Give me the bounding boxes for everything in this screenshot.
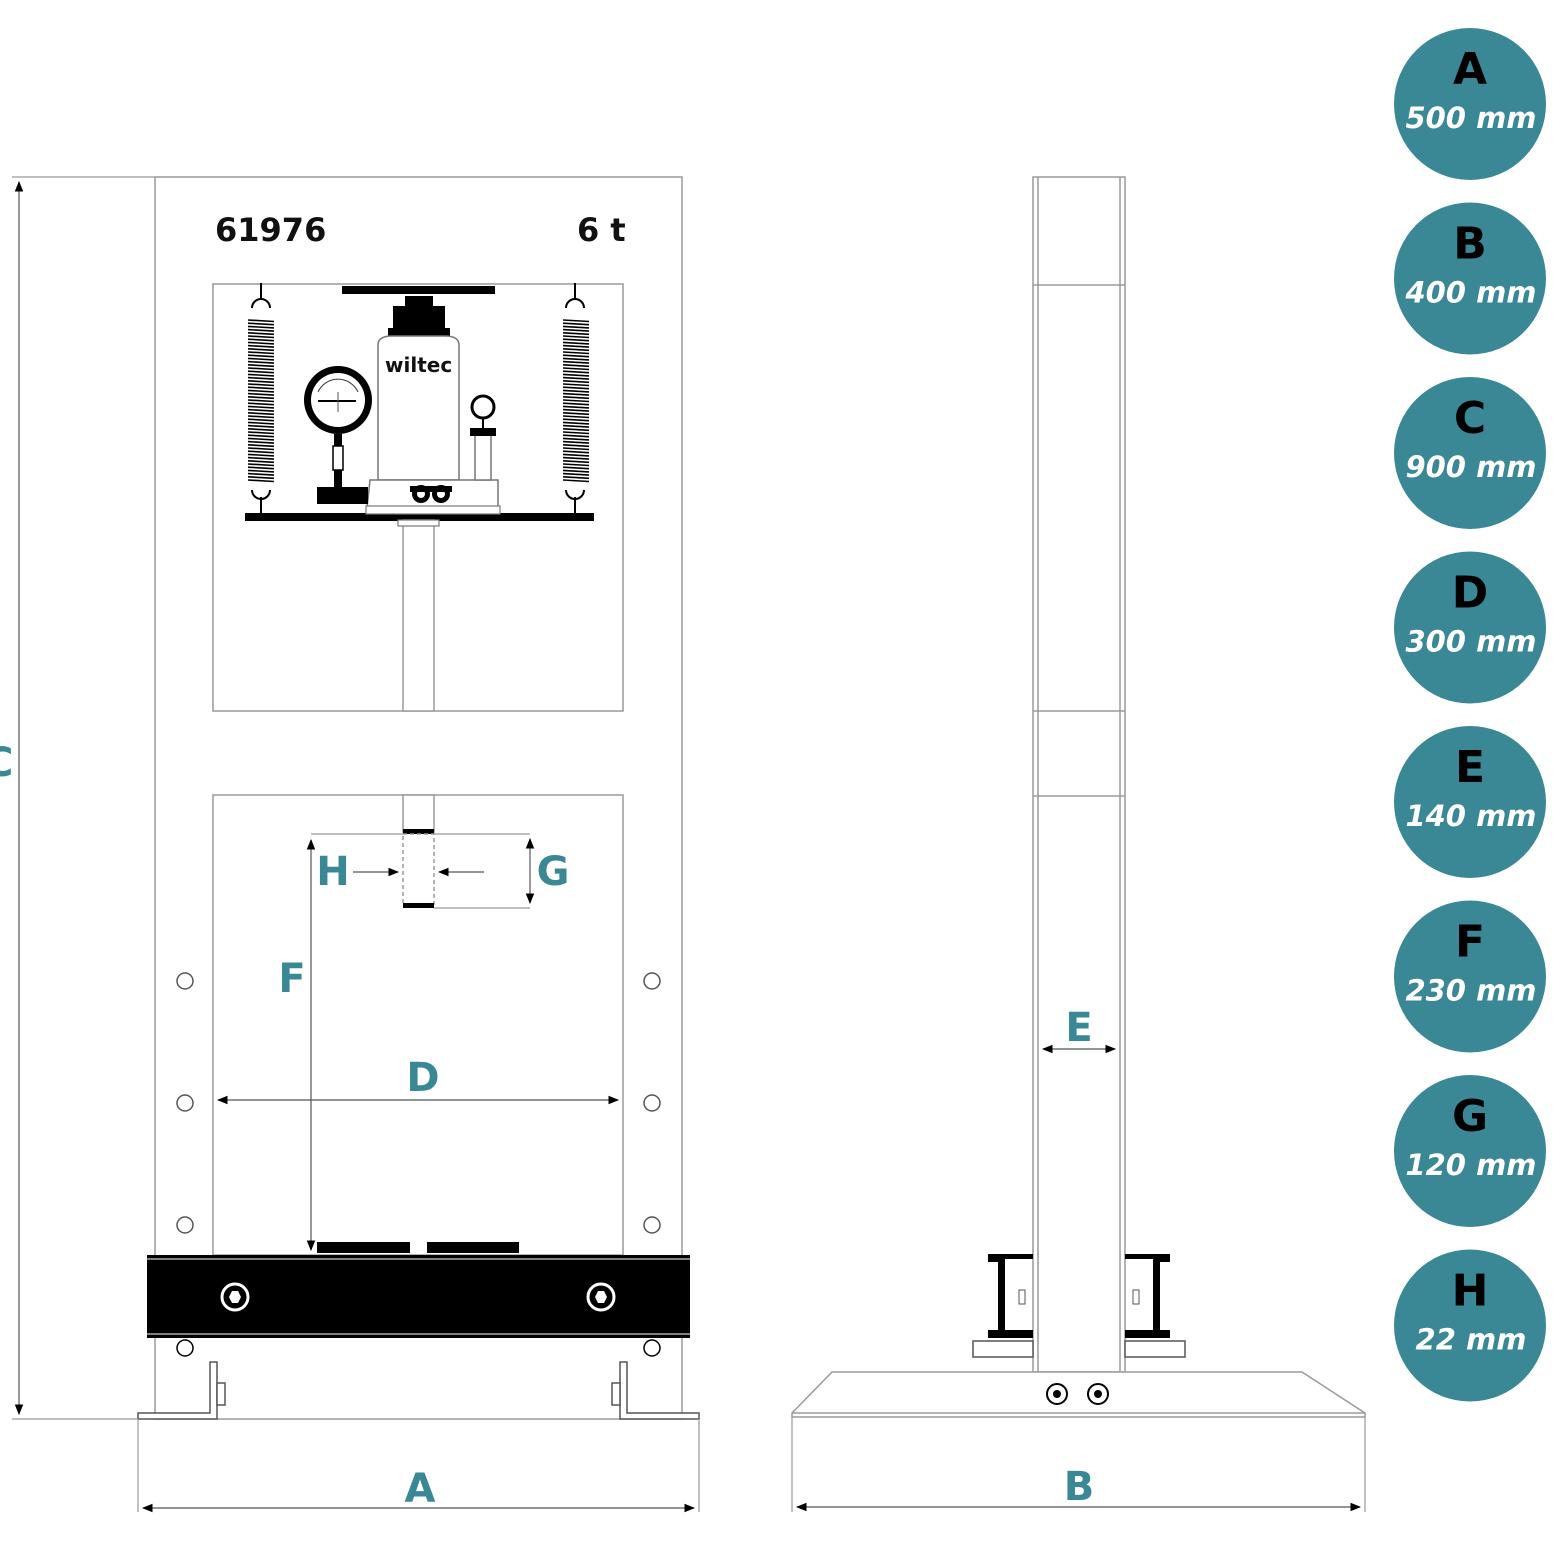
spec-badge-circle — [1394, 1249, 1546, 1402]
spec-badge-circle — [1394, 1075, 1546, 1227]
base-bolts — [1046, 1383, 1109, 1405]
spec-badge-letter: C — [1454, 393, 1486, 444]
spec-badge-circle — [1394, 202, 1546, 355]
spec-badge-value: 230 mm — [1405, 974, 1536, 1008]
brand-label: wiltec — [385, 353, 452, 377]
left-spring — [246, 283, 276, 516]
frame-holes — [176, 972, 661, 1357]
spec-badge-circle — [1394, 377, 1546, 529]
spec-badge-letter: F — [1455, 917, 1485, 968]
dim-letter-h: H — [316, 849, 349, 895]
spec-badge-c: C 900 mm — [1394, 377, 1546, 529]
spec-badge-h: H 22 mm — [1394, 1249, 1546, 1402]
jack-body — [377, 335, 460, 481]
dim-letter-c: C — [0, 740, 13, 786]
bottom-plate — [245, 513, 594, 521]
dim-letter-f: F — [278, 956, 305, 1002]
spec-badge-letter: E — [1455, 742, 1485, 793]
spec-badge-f: F 230 mm — [1394, 900, 1546, 1053]
press-block-left — [317, 1242, 410, 1253]
spec-badge-circle — [1394, 900, 1546, 1053]
dimension-lines — [12, 176, 1366, 1513]
dim-letter-e: E — [1065, 1005, 1092, 1051]
spec-badge-value: 900 mm — [1405, 450, 1536, 484]
spec-badge-value: 140 mm — [1405, 799, 1536, 833]
side-view — [791, 176, 1366, 1418]
ram-tip — [402, 794, 435, 908]
dim-letter-d: D — [406, 1055, 439, 1101]
bed-bolt-left — [220, 1282, 250, 1312]
front-feet — [137, 1361, 700, 1420]
dim-letter-a: A — [405, 1466, 436, 1512]
model-number: 61976 — [215, 211, 326, 249]
spec-badge-circle — [1394, 28, 1546, 180]
spec-badge-letter: H — [1452, 1266, 1489, 1317]
spec-badge-letter: D — [1452, 568, 1489, 619]
spec-badge-circle — [1394, 726, 1546, 878]
spec-badge-letter: B — [1453, 219, 1487, 270]
side-brackets — [972, 1254, 1186, 1358]
release-valve-icon — [470, 394, 496, 420]
spec-badge-b: B 400 mm — [1394, 202, 1546, 355]
spec-badge-value: 120 mm — [1405, 1148, 1536, 1182]
dim-letter-b: B — [1064, 1464, 1095, 1510]
spec-badge-value: 500 mm — [1405, 101, 1536, 135]
spec-badge-a: A 500 mm — [1394, 28, 1546, 180]
spec-badges: A 500 mm B 400 mm C 900 mm D 300 mm E 140 mm F 230 … — [1394, 28, 1546, 1402]
spec-badge-d: D 300 mm — [1394, 551, 1546, 704]
spec-badge-value: 300 mm — [1405, 625, 1536, 659]
press-block-right — [427, 1242, 519, 1253]
upper-plate — [342, 286, 495, 294]
front-frame-outline — [154, 176, 683, 1420]
spec-badge-circle — [1394, 551, 1546, 704]
spec-badge-letter: G — [1452, 1091, 1488, 1142]
dim-letter-g: G — [537, 849, 570, 895]
spec-badge-e: E 140 mm — [1394, 726, 1546, 878]
spec-badge-value: 22 mm — [1416, 1323, 1527, 1357]
spec-badge-letter: A — [1453, 44, 1487, 95]
right-spring — [561, 283, 591, 516]
jack-assembly: wiltec — [245, 283, 594, 712]
capacity-label: 6 t — [577, 211, 626, 249]
bed-bolt-right — [586, 1282, 616, 1312]
spec-badge-g: G 120 mm — [1394, 1075, 1546, 1227]
spec-badge-value: 400 mm — [1404, 276, 1536, 310]
